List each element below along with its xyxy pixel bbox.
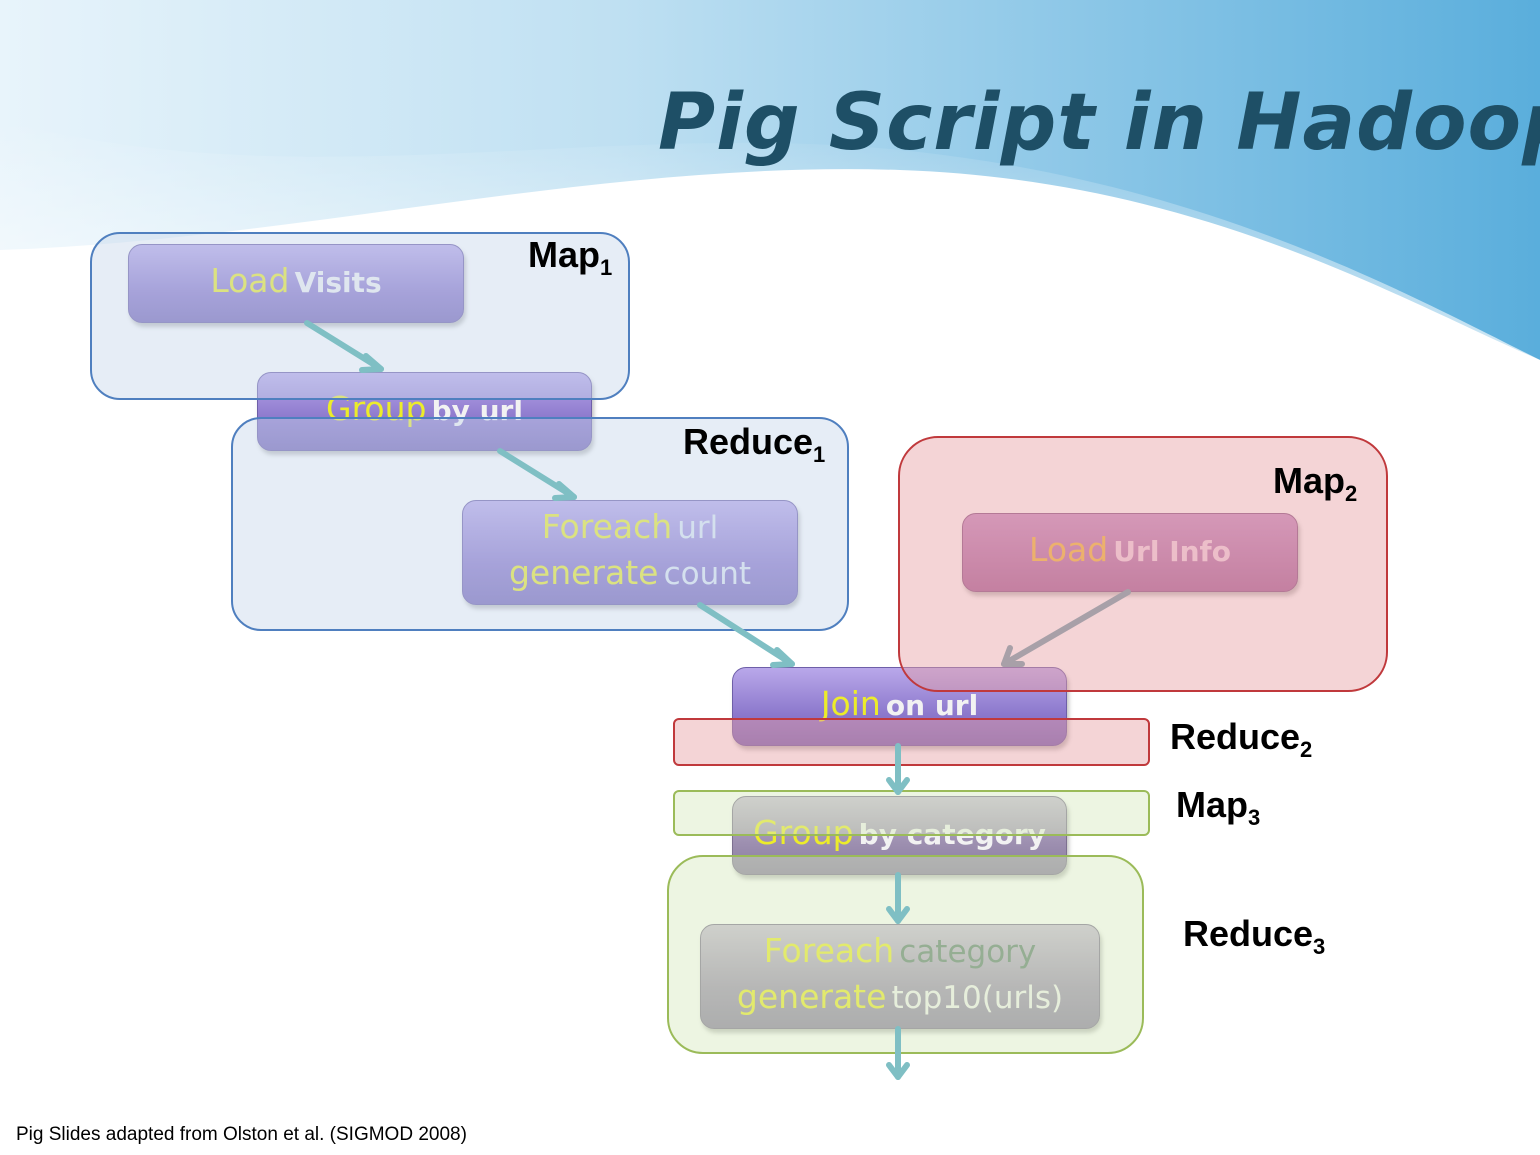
- stage-name: Map: [528, 234, 600, 275]
- footnote: Pig Slides adapted from Olston et al. (S…: [16, 1124, 467, 1145]
- reduce1-label: Reduce1: [683, 421, 825, 468]
- reduce3-stage: [667, 855, 1144, 1054]
- argument: Url Info: [1113, 534, 1231, 568]
- map3-label: Map3: [1176, 784, 1260, 831]
- map2-stage: [898, 436, 1388, 692]
- keyword: Join: [820, 683, 881, 723]
- argument: count: [663, 555, 752, 592]
- keyword: Group: [326, 388, 427, 428]
- map1-label: Map1: [528, 234, 612, 281]
- reduce2-stage: [673, 718, 1150, 766]
- stage-index: 2: [1300, 737, 1313, 762]
- stage-name: Map: [1273, 460, 1345, 501]
- stage-index: 1: [600, 255, 613, 280]
- group-by-url-box: Group by url: [257, 372, 592, 451]
- map2-label: Map2: [1273, 460, 1357, 507]
- keyword: Foreach: [541, 506, 673, 546]
- stage-name: Reduce: [683, 421, 814, 462]
- argument: Visits: [294, 265, 382, 299]
- stage-name: Map: [1176, 784, 1248, 825]
- argument: url: [677, 509, 719, 546]
- stage-index: 1: [813, 442, 826, 467]
- argument: top10(urls): [891, 979, 1064, 1016]
- foreach-category-box: Foreach category generate top10(urls): [700, 924, 1100, 1029]
- stage-index: 2: [1345, 481, 1358, 506]
- stage-index: 3: [1248, 805, 1261, 830]
- stage-name: Reduce: [1170, 716, 1301, 757]
- map3-stage: [673, 790, 1150, 836]
- argument: on url: [885, 688, 979, 722]
- load-visits-box: Load Visits: [128, 244, 464, 323]
- reduce3-label: Reduce3: [1183, 913, 1325, 960]
- keyword: Load: [1029, 529, 1109, 569]
- load-urlinfo-box: Load Url Info: [962, 513, 1298, 592]
- keyword: Group: [753, 812, 854, 852]
- keyword: generate: [736, 976, 887, 1016]
- keyword: Foreach: [763, 930, 895, 970]
- stage-index: 3: [1313, 934, 1326, 959]
- keyword: Load: [210, 260, 290, 300]
- reduce2-label: Reduce2: [1170, 716, 1312, 763]
- keyword: generate: [508, 552, 659, 592]
- foreach-url-box: Foreach url generate count: [462, 500, 798, 605]
- argument: category: [899, 933, 1037, 970]
- slide-title: Pig Script in Hadoop: [658, 78, 1540, 168]
- stage-name: Reduce: [1183, 913, 1314, 954]
